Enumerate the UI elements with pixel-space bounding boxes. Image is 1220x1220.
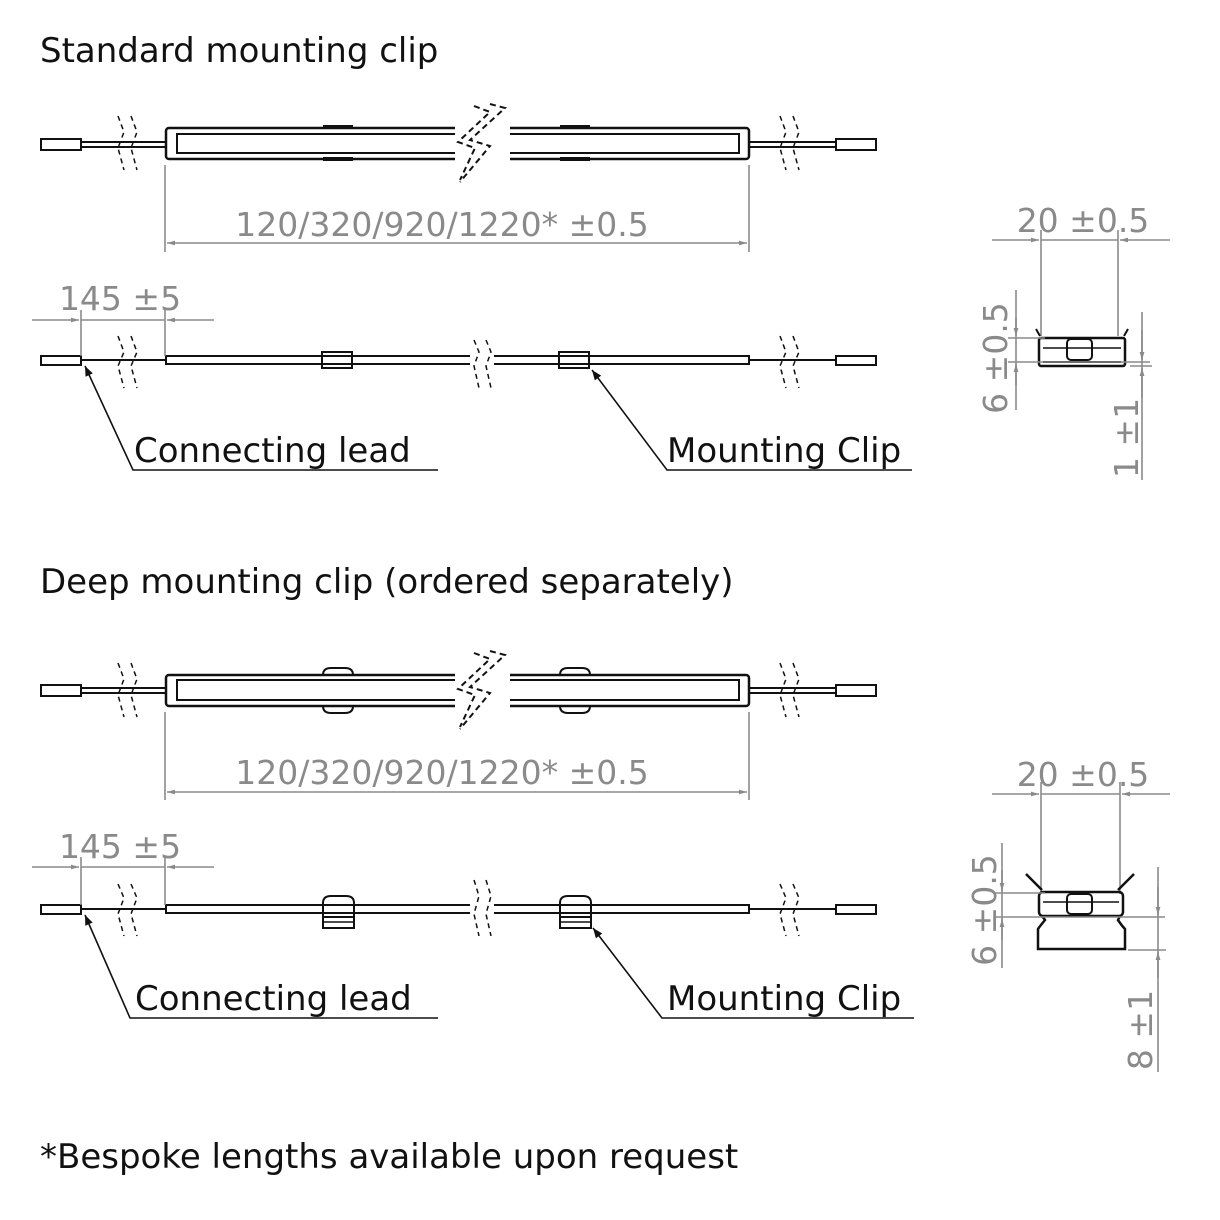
clip-marker: [559, 705, 591, 714]
lead-connector-left: [40, 138, 82, 151]
mounting-clip: [559, 895, 592, 929]
deep-clip-profile: [1036, 915, 1127, 951]
break-symbol: [779, 115, 787, 171]
lead-dimension-label: 145 ±5: [59, 279, 181, 318]
length-dimension-label: 120/320/920/1220* ±0.5: [235, 205, 648, 244]
break-symbol: [459, 103, 508, 183]
depth-dimension-label: 8 ±1: [1121, 990, 1160, 1070]
clip-marker: [322, 667, 354, 676]
callout-connecting-lead: Connecting lead: [84, 365, 438, 471]
width-dimension-label: 20 ±0.5: [1017, 755, 1150, 794]
height-dimension-label: 6 ±0.5: [965, 854, 1004, 966]
lead-connector-right: [835, 138, 877, 151]
strip-top-view: [40, 100, 877, 190]
mounting-clip: [321, 351, 353, 369]
callout-connecting-lead: Connecting lead: [84, 914, 438, 1019]
section-deep-clip: Deep mounting clip (ordered separately): [32, 562, 1170, 1072]
clip-marker: [560, 125, 590, 129]
width-dimension-label: 20 ±0.5: [1017, 201, 1150, 240]
clip-marker: [560, 157, 590, 161]
lead-dimension-label: 145 ±5: [59, 827, 181, 866]
footnote: *Bespoke lengths available upon request: [40, 1137, 738, 1177]
length-dimension: 120/320/920/1220* ±0.5: [164, 165, 750, 252]
lead-dimension: 145 ±5: [32, 279, 214, 356]
mounting-clip: [322, 895, 355, 929]
break-symbol: [117, 115, 125, 171]
clip-marker: [322, 705, 354, 714]
strip-side-view: [40, 335, 877, 390]
length-dimension-label: 120/320/920/1220* ±0.5: [235, 753, 648, 792]
section-title: Deep mounting clip (ordered separately): [40, 562, 734, 602]
callout-mounting-clip: Mounting Clip: [591, 369, 912, 471]
callout-mounting-clip: Mounting Clip: [592, 927, 914, 1019]
callout-label: Connecting lead: [134, 431, 411, 471]
clip-marker: [323, 125, 353, 129]
mounting-clip: [558, 351, 590, 369]
section-standard-clip: Standard mounting clip: [32, 31, 1170, 480]
depth-dimension-label: 1 ±1: [1107, 398, 1146, 478]
section-title: Standard mounting clip: [40, 31, 438, 71]
profile-outline: [1037, 890, 1125, 918]
cross-section: 20 ±0.5 6 ±0.5 8 ±1: [965, 755, 1170, 1072]
callout-label: Connecting lead: [135, 979, 412, 1019]
clip-marker: [559, 667, 591, 676]
length-dimension: 120/320/920/1220* ±0.5: [164, 712, 750, 800]
strip-top-view: [40, 647, 877, 737]
strip-side-view: [40, 879, 877, 940]
callout-label: Mounting Clip: [667, 431, 901, 471]
callout-label: Mounting Clip: [667, 979, 901, 1019]
cross-section: 20 ±0.5 6 ±0.5 1 ±1: [976, 201, 1170, 480]
lead-dimension: 145 ±5: [32, 827, 214, 905]
height-dimension-label: 6 ±0.5: [976, 302, 1015, 414]
clip-marker: [323, 157, 353, 161]
